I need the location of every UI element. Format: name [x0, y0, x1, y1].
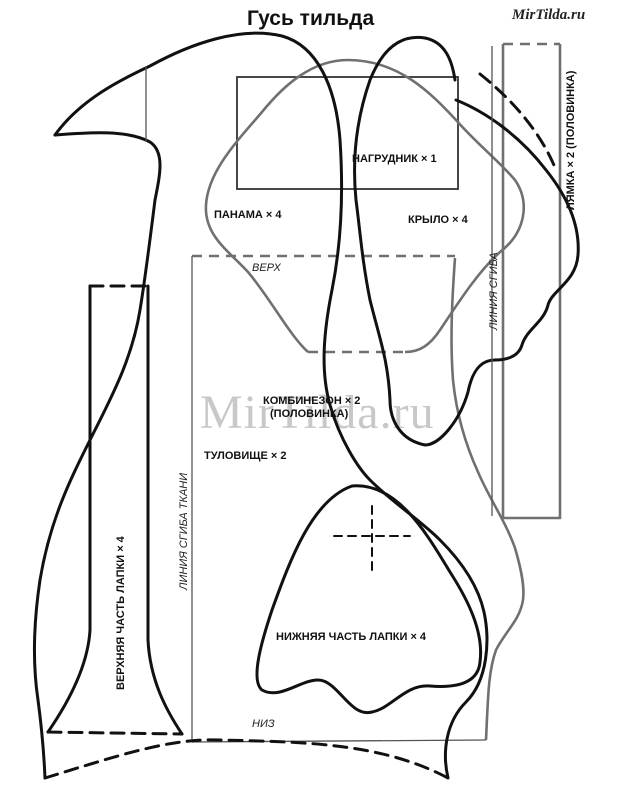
- label-krylo: КРЫЛО × 4: [408, 214, 469, 226]
- panama-outline: [204, 58, 525, 354]
- label-nagrudnik: НАГРУДНИК × 1: [352, 153, 437, 165]
- page-title: Гусь тильда: [247, 7, 374, 30]
- marker-fold-line: ЛИНИЯ СГИБА: [488, 252, 500, 331]
- krylo-outline: [353, 35, 580, 447]
- label-kombinezon-2: (ПОЛОВИНКА): [270, 408, 349, 420]
- kombinezon-outline: [450, 257, 525, 741]
- tulovishche-left-edge: [32, 131, 162, 780]
- verkh-lapki-bottom-dashed: [46, 730, 184, 736]
- label-panama: ПАНАМА × 4: [214, 209, 282, 221]
- marker-verkh: ВЕРХ: [252, 262, 282, 274]
- label-kombinezon-1: КОМБИНЕЗОН × 2: [263, 395, 360, 407]
- label-nizh-lapki: НИЖНЯЯ ЧАСТЬ ЛАПКИ × 4: [276, 631, 427, 643]
- verkh-lapki-right: [146, 284, 184, 736]
- label-verkh-lapki: ВЕРХНЯЯ ЧАСТЬ ЛАПКИ × 4: [115, 535, 127, 690]
- watermark: MirTilda.ru: [200, 386, 435, 439]
- label-tulovishche: ТУЛОВИЩЕ × 2: [204, 450, 286, 462]
- verkh-lapki-left: [46, 284, 92, 734]
- site-mark: MirTilda.ru: [511, 7, 585, 23]
- lyamka-outline: [501, 44, 562, 520]
- tulovishche-bottom-dashed: [43, 738, 450, 780]
- krylo-dashed-segment: [478, 72, 558, 172]
- nizh-lapki-outline: [255, 484, 483, 715]
- label-lyamka: ЛЯМКА × 2 (ПОЛОВИНКА): [565, 70, 577, 210]
- tulovishche-outline: [53, 31, 489, 780]
- nagrudnik-outline: [236, 76, 459, 190]
- marker-niz: НИЗ: [252, 718, 275, 730]
- marker-fold-line-fabric: ЛИНИЯ СГИБА ТКАНИ: [178, 473, 190, 591]
